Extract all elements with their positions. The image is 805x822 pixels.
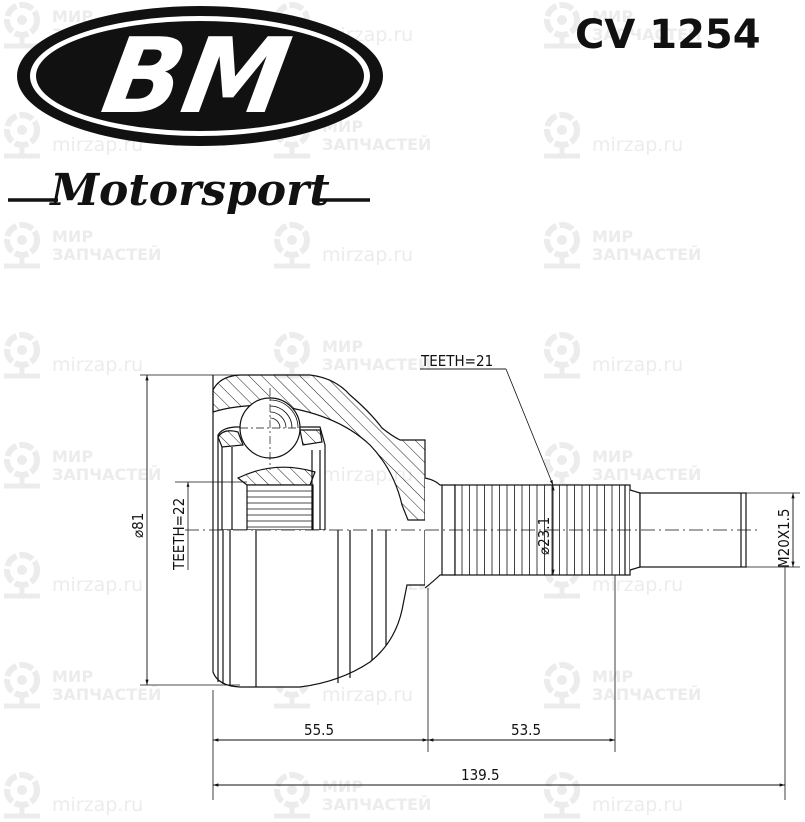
- spline-length-label: 53.5: [511, 721, 541, 739]
- cv-joint-drawing: TEETH=21 TEETH=22 ⌀81 ⌀23.1 M20X1.5 55.5…: [129, 352, 800, 800]
- part-number-title: CV 1254: [575, 12, 761, 58]
- housing-outline-lower: [212, 530, 426, 688]
- inner-spline: [246, 484, 314, 531]
- outer-diameter-label: ⌀81: [129, 513, 147, 538]
- logo-initials: BM: [94, 16, 298, 137]
- teeth-inner-label: TEETH=22: [170, 498, 188, 571]
- bm-motorsport-logo: BM Motorsport: [8, 6, 383, 216]
- thread-label: M20X1.5: [775, 508, 793, 568]
- spline-diameter-label: ⌀23.1: [535, 517, 553, 555]
- body-length-label: 55.5: [304, 721, 334, 739]
- logo-script: Motorsport: [48, 165, 329, 216]
- teeth-outer-label: TEETH=21: [420, 352, 493, 370]
- overall-length-label: 139.5: [461, 766, 500, 784]
